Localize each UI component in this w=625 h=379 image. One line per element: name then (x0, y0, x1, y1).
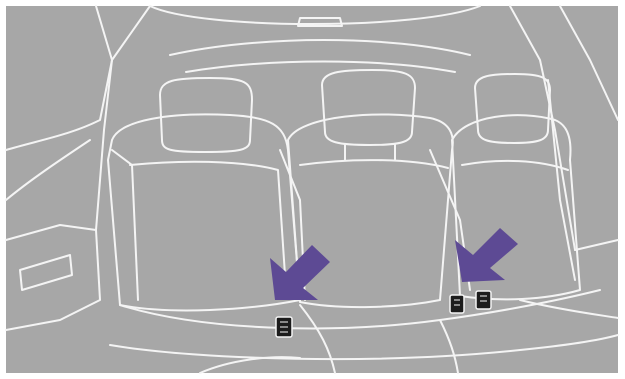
right-seat-buckle-outer (476, 291, 491, 309)
right-seat-buckle-inner (450, 295, 464, 313)
